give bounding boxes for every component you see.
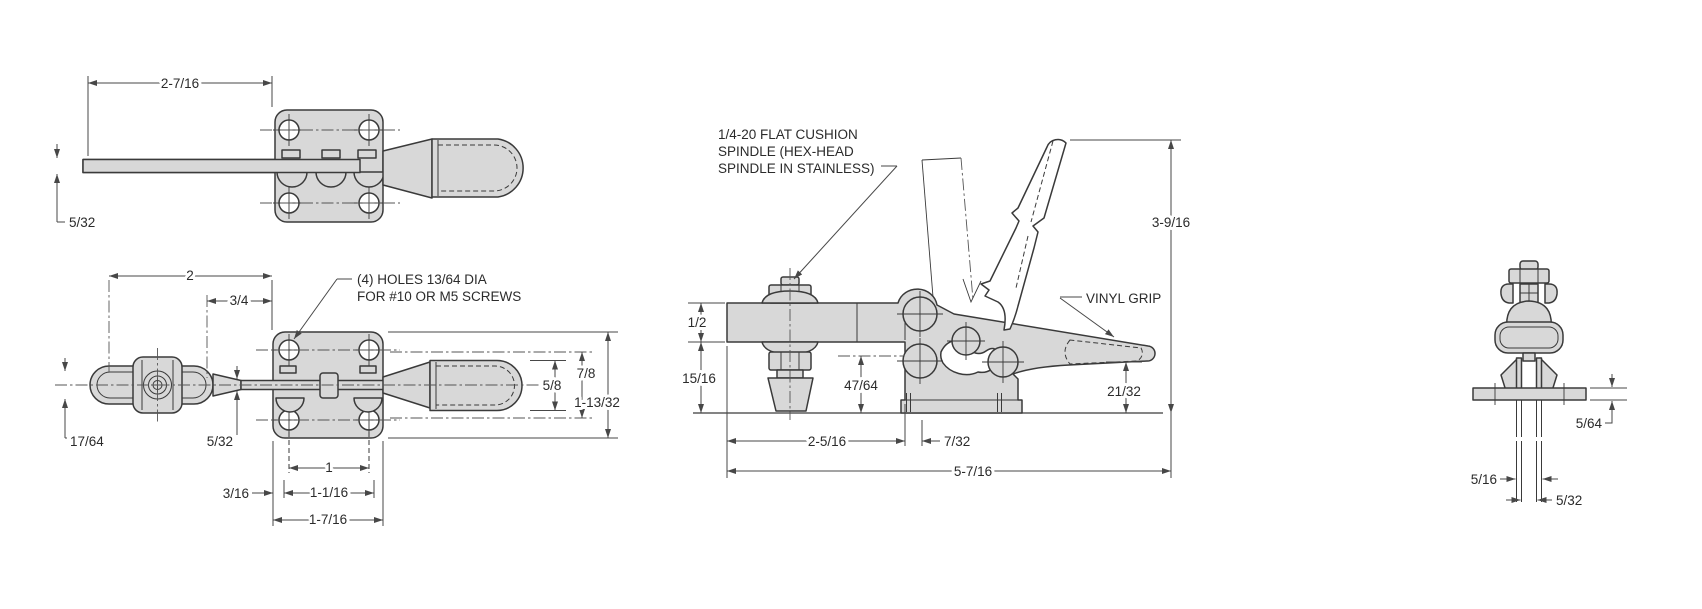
dim-label: 5/32 bbox=[1556, 493, 1582, 508]
top-view: 2-7/16 5/32 bbox=[54, 73, 524, 230]
spindle-callout-line1: 1/4-20 FLAT CUSHION bbox=[718, 127, 858, 142]
front-view: (4) HOLES 13/64 DIA FOR #10 OR M5 SCREWS… bbox=[55, 265, 623, 530]
handle-hook-right bbox=[1544, 283, 1558, 304]
dim-base-length: 2-5/16 bbox=[726, 346, 906, 478]
end-view: 5/64 5/16 5/32 bbox=[1471, 260, 1627, 508]
dim-label: 1/2 bbox=[688, 315, 707, 330]
hex-nut bbox=[1508, 268, 1550, 284]
arm-wing-left bbox=[1500, 357, 1519, 392]
dim-hole-spacing: 1 bbox=[288, 432, 370, 478]
dim-rod-thickness: 5/32 bbox=[207, 366, 240, 449]
dim-label: 7/8 bbox=[577, 366, 596, 381]
dim-offset: 3/4 bbox=[206, 290, 272, 378]
dim-plate-width: 1-7/16 bbox=[273, 441, 384, 530]
dim-flange-offset: 7/32 bbox=[921, 420, 970, 449]
dim-handle-height: 3-9/16 bbox=[1070, 139, 1193, 478]
holes-callout-line2: FOR #10 OR M5 SCREWS bbox=[357, 289, 521, 304]
spindle-callout-line2: SPINDLE (HEX-HEAD bbox=[718, 144, 854, 159]
dim-label: 3-9/16 bbox=[1152, 215, 1190, 230]
spindle-tip-end bbox=[1522, 352, 1536, 362]
dim-leg-gap: 5/32 bbox=[1506, 493, 1582, 508]
dim-label: 1-13/32 bbox=[574, 395, 620, 410]
handle-grip bbox=[431, 138, 524, 198]
dim-length: 2 bbox=[108, 265, 273, 372]
dim-label: 17/64 bbox=[70, 434, 104, 449]
grip-seam bbox=[435, 365, 515, 406]
dim-eye-height: 17/64 bbox=[62, 358, 104, 449]
pivot-hole bbox=[897, 338, 943, 384]
dim-pivot-height: 47/64 bbox=[838, 355, 903, 413]
clamp-bar-section bbox=[1472, 387, 1587, 401]
dim-label: 15/16 bbox=[682, 371, 716, 386]
grip-seam bbox=[1030, 140, 1054, 223]
grip-seam bbox=[1015, 235, 1029, 289]
dim-label: 3/4 bbox=[230, 293, 249, 308]
u-bolt-legs-lower bbox=[1516, 400, 1542, 502]
dim-label: 47/64 bbox=[844, 378, 878, 393]
dim-label: 5-7/16 bbox=[954, 464, 992, 479]
dim-hole-rows: 7/8 bbox=[574, 352, 598, 418]
dim-leg-span: 5/16 bbox=[1471, 472, 1558, 487]
rivet bbox=[319, 372, 339, 399]
dim-arm-thickness: 1/2 bbox=[685, 302, 725, 343]
dim-label: 2-7/16 bbox=[161, 76, 199, 91]
cushion-spindle bbox=[761, 268, 819, 420]
dim-label: 5/32 bbox=[207, 434, 233, 449]
dim-slot-spacing: 1-1/16 bbox=[283, 480, 375, 503]
dim-grip-height: 21/32 bbox=[1104, 361, 1144, 413]
u-bolt-leg bbox=[1515, 357, 1523, 391]
grip-seam bbox=[1064, 339, 1143, 365]
dim-label: 5/8 bbox=[543, 378, 562, 393]
dim-label: 2-5/16 bbox=[808, 434, 846, 449]
dim-bar-thickness: 5/32 bbox=[54, 144, 95, 230]
dim-plate-height: 1-13/32 bbox=[571, 332, 623, 438]
dim-grip-dia: 5/8 bbox=[530, 360, 566, 411]
dim-edge-offset: 3/16 bbox=[223, 441, 274, 526]
dim-label: 1-7/16 bbox=[309, 512, 347, 527]
pivot-hole bbox=[947, 322, 985, 360]
dim-length: 2-7/16 bbox=[87, 73, 273, 156]
pivot-hole bbox=[982, 341, 1024, 383]
holes-callout: (4) HOLES 13/64 DIA FOR #10 OR M5 SCREWS bbox=[293, 272, 521, 340]
handle-raised bbox=[980, 138, 1067, 331]
dim-label: 5/64 bbox=[1576, 416, 1603, 431]
dim-label: 21/32 bbox=[1107, 384, 1141, 399]
spindle-callout-line3: SPINDLE IN STAINLESS) bbox=[718, 161, 875, 176]
dim-label: 1 bbox=[325, 460, 333, 475]
pivot-hole bbox=[897, 291, 943, 337]
handle-hook-left bbox=[1500, 283, 1514, 304]
dim-total-length: 5-7/16 bbox=[727, 461, 1171, 482]
u-bolt-leg bbox=[1535, 357, 1543, 391]
dim-label: 5/16 bbox=[1471, 472, 1497, 487]
vinyl-grip-label: VINYL GRIP bbox=[1086, 291, 1161, 306]
handle-grip bbox=[429, 359, 523, 412]
mounting-hole bbox=[273, 187, 305, 219]
dim-label: 5/32 bbox=[69, 215, 95, 230]
dim-spindle-height: 15/16 bbox=[679, 342, 719, 413]
rubber-foot bbox=[767, 377, 814, 412]
dim-label: 3/16 bbox=[223, 486, 249, 501]
holes-callout-line1: (4) HOLES 13/64 DIA bbox=[357, 272, 487, 287]
dim-label: 2 bbox=[186, 268, 194, 283]
dim-label: 7/32 bbox=[944, 434, 970, 449]
handle-phantom bbox=[921, 157, 982, 304]
side-view: 1/4-20 FLAT CUSHION SPINDLE (HEX-HEAD SP… bbox=[679, 127, 1193, 482]
handle-neck bbox=[382, 138, 433, 199]
dim-flange-thickness: 5/64 bbox=[1576, 374, 1627, 431]
dim-label: 1-1/16 bbox=[310, 485, 348, 500]
spindle-callout: 1/4-20 FLAT CUSHION SPINDLE (HEX-HEAD SP… bbox=[718, 127, 898, 280]
arm-wing-right bbox=[1539, 357, 1558, 392]
grip-seam bbox=[437, 144, 518, 192]
vinyl-grip-callout: VINYL GRIP bbox=[1059, 291, 1161, 338]
